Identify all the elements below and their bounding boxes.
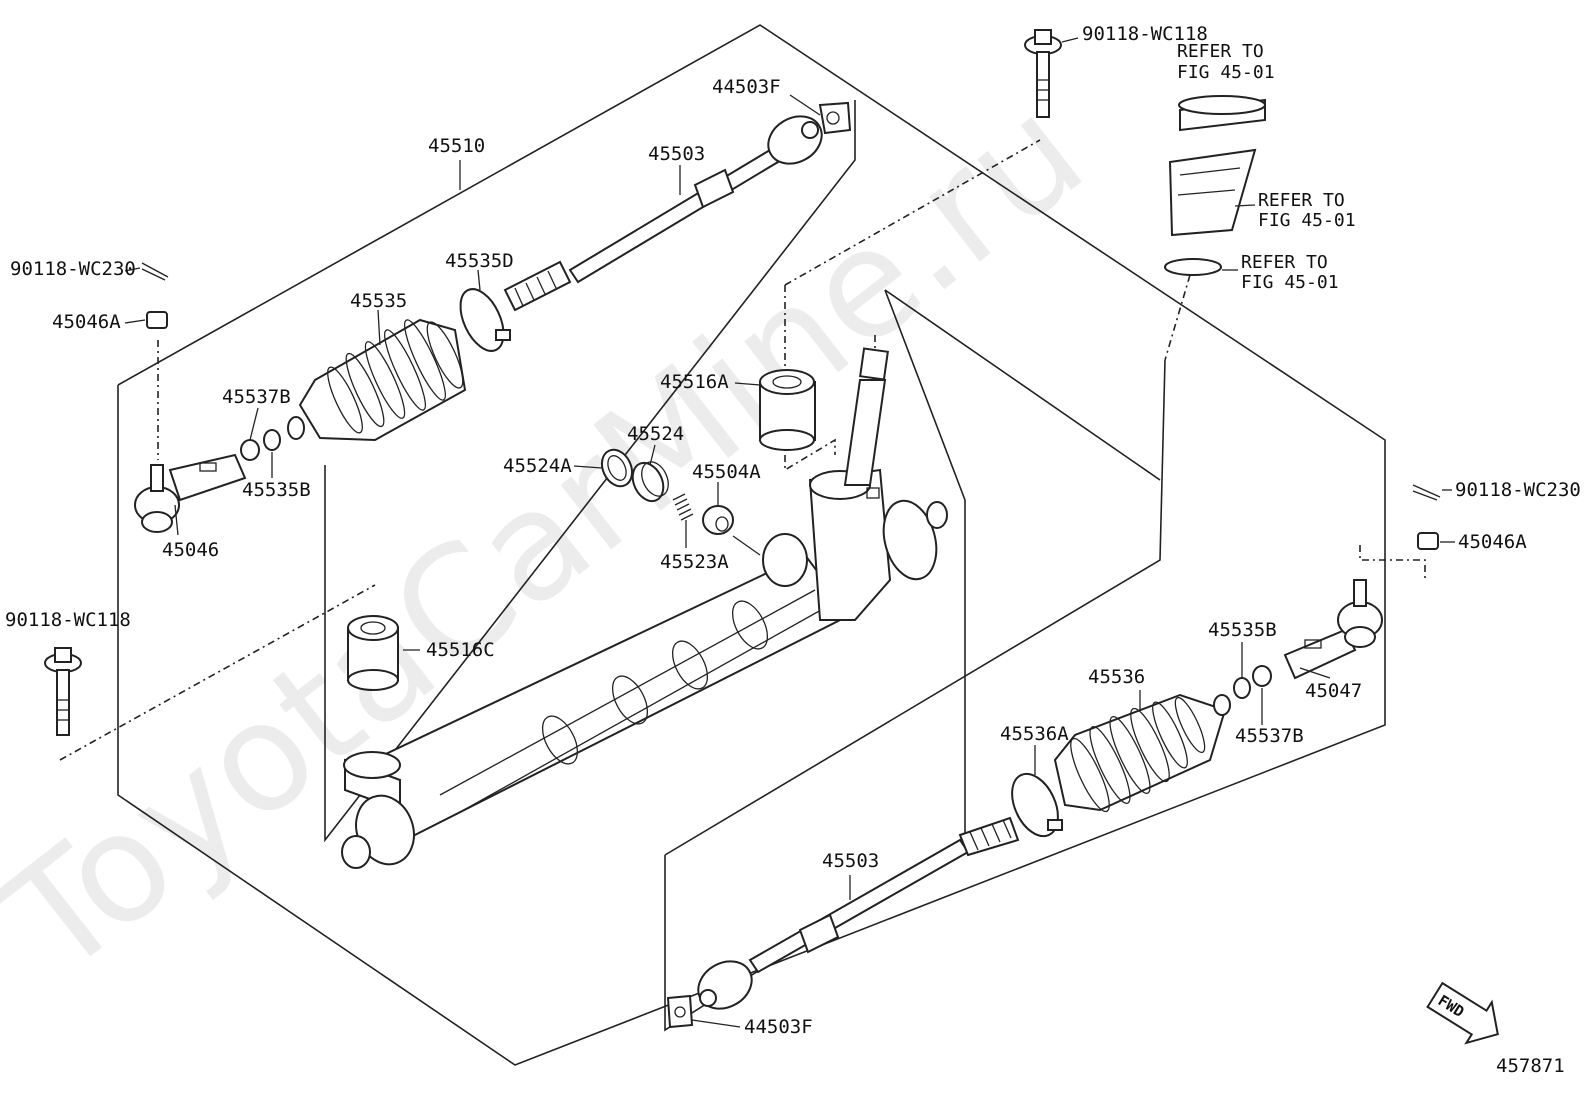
- label-tie-rod-assy: 45510: [428, 135, 485, 157]
- refer-top-line2: FIG 45-01: [1177, 62, 1275, 83]
- refer-grommet: [1178, 95, 1266, 132]
- tie-rod-group-frame: [324, 100, 856, 843]
- boot-left: [287, 318, 467, 442]
- right-rod-frame: [664, 359, 1166, 856]
- fwd-arrow-icon: FWD: [1426, 981, 1499, 1045]
- bolt-left: [44, 647, 82, 736]
- label-washer-right: 45537B: [1235, 725, 1304, 747]
- label-rack-end-bottom: 45503: [822, 850, 879, 872]
- bolt-top: [1024, 29, 1062, 118]
- rack-housing: [341, 347, 948, 869]
- oring-leader: [1164, 274, 1191, 361]
- clamp-top: [459, 288, 511, 352]
- guide: [631, 461, 669, 503]
- bush-top: [759, 369, 816, 451]
- tie-end-right: [1283, 579, 1383, 680]
- frame-edge: [884, 289, 1161, 481]
- label-bolt-top: 90118-WC118: [1082, 23, 1208, 45]
- clip-right: [1233, 677, 1251, 699]
- nut-left: [146, 311, 168, 329]
- leader-lines: [124, 37, 1455, 1028]
- bolt-left-leader: [59, 584, 376, 761]
- label-clamp-right: 45536A: [1000, 723, 1069, 745]
- clamp-right: [1011, 772, 1063, 838]
- label-rack-end-top: 45503: [648, 143, 705, 165]
- label-bolt-left: 90118-WC118: [5, 609, 131, 631]
- plug: [702, 505, 734, 535]
- label-plate-top: 44503F: [712, 76, 781, 98]
- label-nut-right: 45046A: [1458, 531, 1527, 553]
- pin-left: [141, 262, 169, 281]
- label-clamp-top: 45535D: [445, 250, 514, 272]
- label-plate-bottom: 44503F: [744, 1016, 813, 1038]
- refer-mid-line2: FIG 45-01: [1258, 210, 1356, 231]
- label-clip-left: 45535B: [242, 479, 311, 501]
- refer-low-line2: FIG 45-01: [1241, 272, 1339, 293]
- watermark: ToyotaCarMine.ru: [0, 64, 1115, 1008]
- spring: [672, 493, 694, 521]
- label-guide: 45524: [627, 423, 684, 445]
- ring: [600, 448, 634, 488]
- label-tie-end-left: 45046: [162, 539, 219, 561]
- refer-low-line1: REFER TO: [1241, 252, 1328, 273]
- nut-right: [1417, 532, 1439, 550]
- refer-mid-line1: REFER TO: [1258, 190, 1345, 211]
- label-boot-right: 45536: [1088, 666, 1145, 688]
- label-tie-end-right: 45047: [1305, 680, 1362, 702]
- tie-end-left: [134, 453, 247, 533]
- refer-cover: [1168, 148, 1257, 237]
- label-clip-right: 45535B: [1208, 619, 1277, 641]
- label-plug: 45504A: [692, 461, 761, 483]
- rack-end-top: [503, 115, 823, 312]
- rack-end-bottom: [697, 816, 1020, 1010]
- label-washer-left: 45537B: [222, 386, 291, 408]
- label-nut-left: 45046A: [52, 311, 121, 333]
- label-pin-left: 90118-WC230: [10, 258, 136, 280]
- label-pin-right: 90118-WC230: [1455, 479, 1581, 501]
- bolt-leader: [784, 139, 1041, 286]
- bush-left: [347, 615, 399, 691]
- refer-top-line1: REFER TO: [1177, 41, 1264, 62]
- plate-top: [818, 101, 852, 135]
- label-spring: 45523A: [660, 551, 729, 573]
- outer-frame: [117, 24, 1386, 1066]
- boot-right: [1053, 693, 1231, 813]
- label-bush-top: 45516A: [660, 371, 729, 393]
- pin-right: [1412, 484, 1441, 501]
- bush-dash-frame: [784, 285, 836, 472]
- label-ring: 45524A: [503, 455, 572, 477]
- washer-left: [240, 439, 260, 461]
- washer-right: [1252, 665, 1272, 687]
- label-bush-left: 45516C: [426, 639, 495, 661]
- label-boot-left: 45535: [350, 290, 407, 312]
- figure-code: 457871: [1496, 1055, 1565, 1077]
- clip-left: [263, 429, 281, 451]
- nut-right-leader: [1359, 545, 1426, 580]
- plate-bottom: [666, 994, 694, 1029]
- refer-oring: [1164, 258, 1222, 276]
